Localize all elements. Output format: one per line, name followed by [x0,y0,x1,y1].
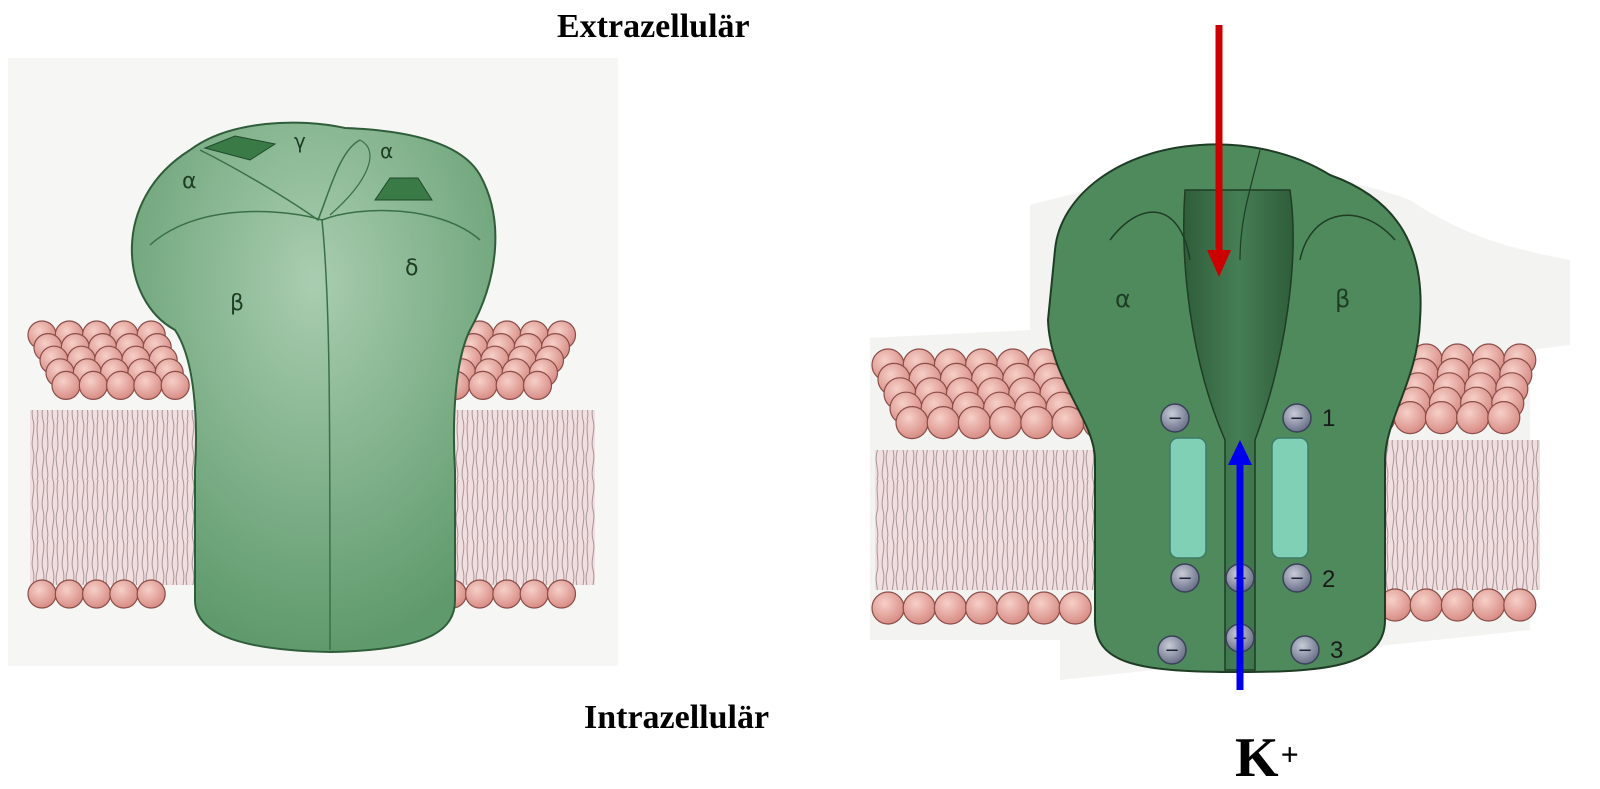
lipid-head [1425,402,1457,434]
ion-symbol: K [1235,727,1279,789]
charge-symbol: − [1164,640,1179,661]
lipid-head [1457,402,1489,434]
charge-symbol: − [1297,640,1312,661]
left-panel: α γ α β δ [8,58,618,666]
lipid-head [466,580,494,608]
lipid-head [1021,407,1053,439]
lipid-head [524,371,552,399]
lipid-head [137,580,165,608]
lipid-head [134,371,162,399]
lipid-head [107,371,135,399]
lipid-head [55,580,83,608]
lipid-head [1059,592,1091,624]
lipid-head [966,592,998,624]
left-subunit-delta: δ [405,256,418,281]
lipid-head [1410,589,1442,621]
lipid-head [872,592,904,624]
lipid-head [79,371,107,399]
left-subunit-alpha-2: α [380,139,393,163]
charge-symbol: − [1289,568,1304,589]
lipid-head [493,580,521,608]
charge-symbol: − [1177,568,1192,589]
lipid-head [496,371,524,399]
lipid-head [903,592,935,624]
lipid-head [990,407,1022,439]
lipid-head [1473,589,1505,621]
right-panel: α β −−−−−−−− 1 2 3 [870,25,1570,690]
lipid-head [896,407,928,439]
lipid-head [110,580,138,608]
potassium-ion-label: K+ [1235,730,1299,786]
site-label-3: 3 [1330,637,1343,664]
lipid-head [958,407,990,439]
right-subunit-beta: β [1335,285,1350,313]
left-subunit-beta: β [230,291,244,316]
lipid-head [161,371,189,399]
left-subunit-alpha-1: α [182,169,197,194]
lipid-head [520,580,548,608]
lipid-head [548,580,576,608]
lipid-head [1441,589,1473,621]
right-subunit-alpha: α [1115,285,1131,313]
lipid-head [469,371,497,399]
extracellular-label: Extrazellulär [557,8,750,46]
left-subunit-gamma: γ [294,129,306,153]
ion-charge: + [1281,736,1299,772]
lipid-head [83,580,111,608]
lipid-head [1488,402,1520,434]
right-helix-left [1170,438,1206,558]
charge-symbol: − [1167,408,1182,429]
site-label-2: 2 [1322,566,1335,593]
lipid-head [28,580,56,608]
site-label-1: 1 [1322,405,1335,432]
charge-symbol: − [1289,408,1304,429]
lipid-head [1028,592,1060,624]
lipid-head [997,592,1029,624]
lipid-head [1504,589,1536,621]
lipid-head [934,592,966,624]
lipid-head [52,371,80,399]
intracellular-label: Intrazellulär [584,699,769,737]
right-helix-right [1272,438,1308,558]
lipid-head [927,407,959,439]
